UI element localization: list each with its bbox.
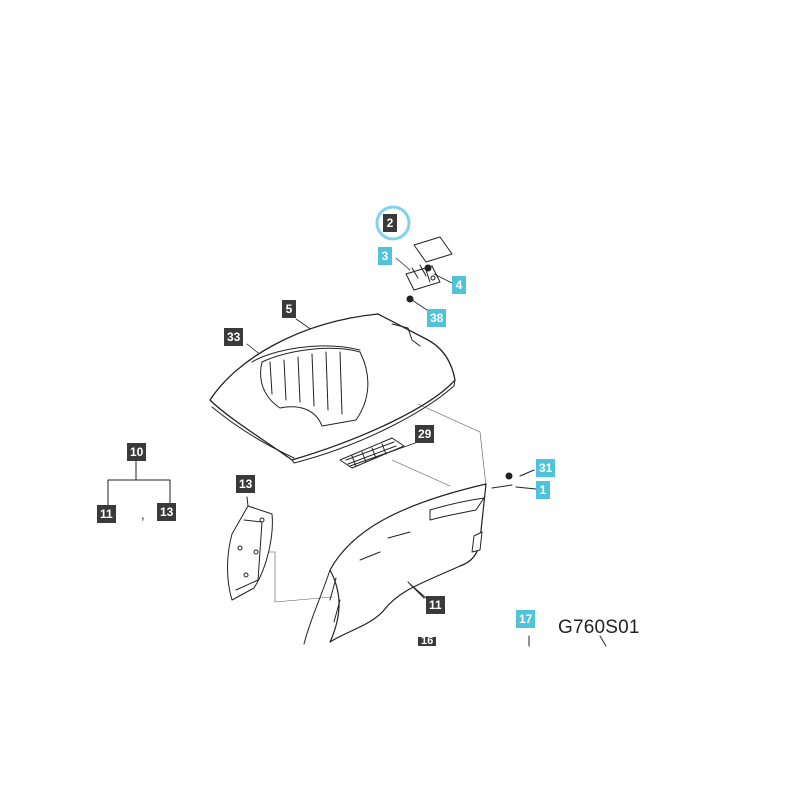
hood-panel-part bbox=[209, 313, 456, 464]
small-cover-part bbox=[413, 236, 453, 263]
selected-callout-ring bbox=[375, 205, 411, 241]
callout-10[interactable]: 10 bbox=[127, 443, 147, 461]
callout-17[interactable]: 17 bbox=[516, 610, 536, 628]
grille-part bbox=[339, 437, 405, 469]
callout-31[interactable]: 31 bbox=[536, 459, 556, 477]
diagram-code: G760S01 bbox=[558, 617, 640, 638]
side-panel-part bbox=[303, 483, 487, 645]
callout-16[interactable]: 16 bbox=[418, 637, 437, 646]
callout-11[interactable]: 11 bbox=[426, 596, 445, 614]
leader-11b bbox=[409, 583, 427, 599]
callout-2[interactable]: 2 bbox=[383, 214, 397, 232]
callout-4[interactable]: 4 bbox=[452, 276, 466, 294]
callout-29[interactable]: 29 bbox=[415, 425, 435, 443]
side-cover-part bbox=[227, 496, 273, 601]
callout-5[interactable]: 5 bbox=[282, 300, 296, 318]
callout-3[interactable]: 3 bbox=[378, 247, 392, 265]
callout-33[interactable]: 33 bbox=[224, 328, 244, 346]
callout-13-group[interactable]: 13 bbox=[157, 503, 177, 521]
leader-code bbox=[599, 635, 607, 647]
group-bracket bbox=[107, 460, 171, 506]
callout-38[interactable]: 38 bbox=[427, 309, 447, 327]
callout-11-group[interactable]: 11 bbox=[97, 505, 116, 523]
hinge-bracket-part bbox=[405, 264, 441, 303]
callout-1[interactable]: 1 bbox=[536, 481, 550, 499]
callout-13[interactable]: 13 bbox=[236, 475, 256, 493]
bolt-pin-parts bbox=[491, 469, 537, 490]
separator-comma: , bbox=[141, 507, 145, 522]
